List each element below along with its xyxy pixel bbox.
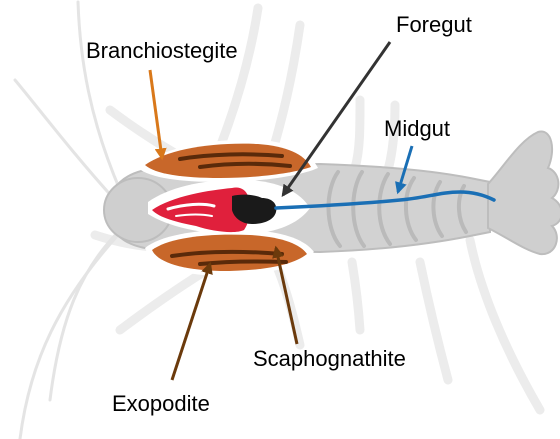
midgut-label: Midgut [384,118,450,140]
shrimp-antennae [15,2,120,439]
exopodite-label: Exopodite [112,393,210,415]
foregut-label: Foregut [396,14,472,36]
exopodite-plate [145,230,314,276]
scaphognathite-label: Scaphognathite [253,348,406,370]
shrimp-tail [488,132,560,255]
branchiostegite-label: Branchiostegite [86,40,238,62]
